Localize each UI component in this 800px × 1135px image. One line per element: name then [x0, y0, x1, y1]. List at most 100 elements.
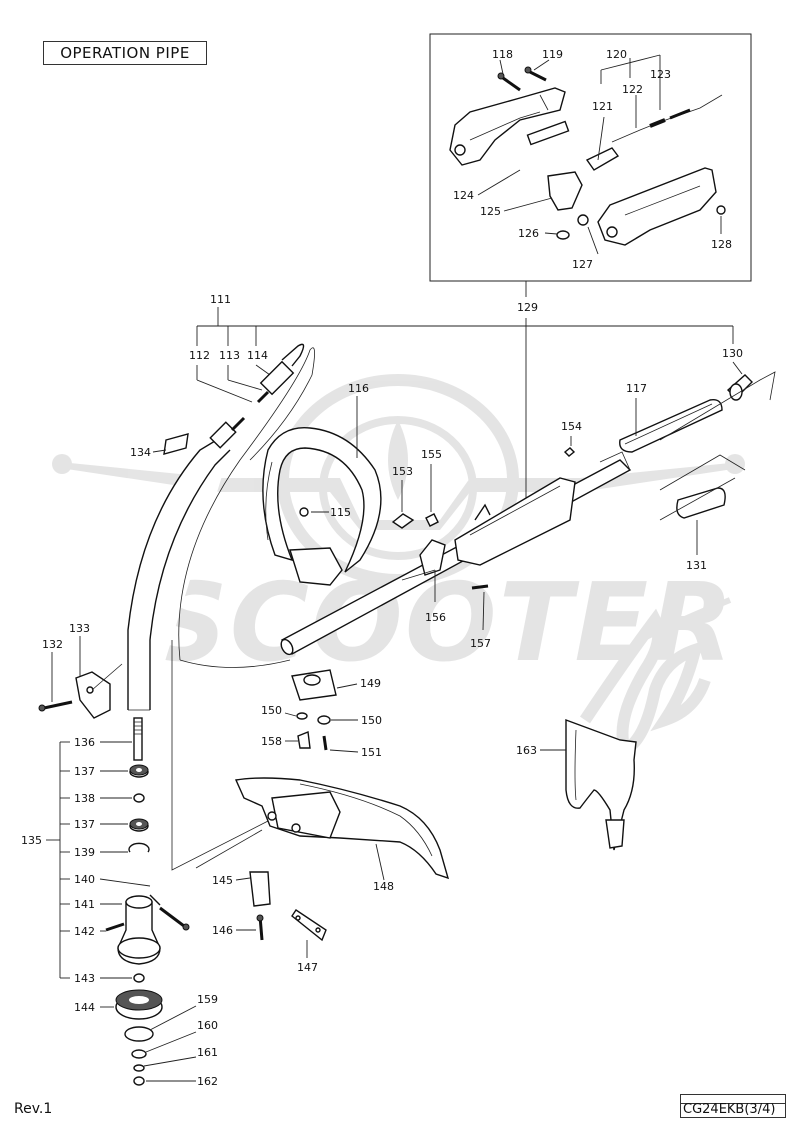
- bearing-137b: [129, 818, 149, 832]
- label-154: [563, 447, 576, 457]
- gear-case-141: [117, 894, 161, 965]
- callout-143: 143: [74, 972, 95, 985]
- harness-163: [565, 718, 637, 851]
- sleeve-117: [619, 399, 723, 453]
- watermark-text: SCOOTER: [150, 561, 735, 686]
- bolt-142: [105, 922, 125, 932]
- callout-150b: 150: [361, 714, 382, 727]
- nut-155: [425, 513, 439, 527]
- label-153: [391, 513, 415, 529]
- callout-121: 121: [592, 100, 613, 113]
- washer-150a: [296, 712, 308, 720]
- clamp-149: [291, 669, 337, 701]
- callout-157: 157: [470, 637, 491, 650]
- nut-126: [556, 230, 570, 240]
- trigger-lever: [547, 171, 583, 211]
- callout-159: 159: [197, 993, 218, 1006]
- callout-124: 124: [453, 189, 474, 202]
- callout-113: 113: [219, 349, 240, 362]
- nut-162: [133, 1076, 145, 1086]
- callout-158: 158: [261, 735, 282, 748]
- callout-128: 128: [711, 238, 732, 251]
- callout-125: 125: [480, 205, 501, 218]
- callout-117: 117: [626, 382, 647, 395]
- throttle-housing: [419, 477, 576, 576]
- sleeve-131: [676, 487, 726, 519]
- bracket-133: [75, 671, 111, 719]
- bolt-140: [159, 906, 190, 931]
- callout-135: 135: [21, 834, 42, 847]
- callout-147: 147: [297, 961, 318, 974]
- callout-111: 111: [210, 293, 231, 306]
- callout-127: 127: [572, 258, 593, 271]
- callout-129: 129: [517, 301, 538, 314]
- grip-housing-right: [597, 167, 717, 246]
- callout-136: 136: [74, 736, 95, 749]
- callout-142: 142: [74, 925, 95, 938]
- revision-label: Rev.1: [14, 1101, 53, 1117]
- washer-160: [131, 1049, 147, 1059]
- wing-bolt-158: [297, 731, 311, 749]
- shaft-end-fittings: [256, 343, 305, 404]
- callout-163: 163: [516, 744, 537, 757]
- callout-132: 132: [42, 638, 63, 651]
- spacer-138: [133, 793, 145, 803]
- callout-153: 153: [392, 465, 413, 478]
- callout-141: 141: [74, 898, 95, 911]
- callout-131: 131: [686, 559, 707, 572]
- throttle-cable: [611, 94, 723, 143]
- callout-112: 112: [189, 349, 210, 362]
- bolt-132: [38, 700, 73, 712]
- bolt-151: [322, 735, 328, 751]
- model-box: CG24EKB(3/4): [680, 1094, 786, 1118]
- bearing-137a: [129, 764, 149, 778]
- plate-147: [291, 909, 327, 942]
- model-box-header: [681, 1095, 785, 1104]
- callout-151: 151: [361, 746, 382, 759]
- callout-137b: 137: [74, 818, 95, 831]
- guard-148: [234, 777, 450, 880]
- model-label: CG24EKB(3/4): [683, 1102, 776, 1117]
- washer-159: [124, 1026, 154, 1042]
- grip-housing-left: [449, 87, 566, 166]
- callout-140: 140: [74, 873, 95, 886]
- callout-123: 123: [650, 68, 671, 81]
- callout-144: 144: [74, 1001, 95, 1014]
- switch-part: [526, 120, 620, 171]
- callout-138: 138: [74, 792, 95, 805]
- callout-162: 162: [197, 1075, 218, 1088]
- callout-115: 115: [330, 506, 351, 519]
- bolt-157: [471, 584, 489, 590]
- callout-120: 120: [606, 48, 627, 61]
- spacer-127: [577, 214, 589, 226]
- callout-148: 148: [373, 880, 394, 893]
- screw-146: [256, 914, 264, 941]
- washer-150b: [317, 715, 331, 725]
- callout-116: 116: [348, 382, 369, 395]
- callout-133: 133: [69, 622, 90, 635]
- screw-118: [497, 72, 521, 92]
- diagram-title: OPERATION PIPE: [43, 41, 207, 65]
- callout-130: 130: [722, 347, 743, 360]
- end-cap-130: [726, 374, 753, 401]
- flexible-shaft: [127, 347, 315, 711]
- callout-119: 119: [542, 48, 563, 61]
- screw-119: [524, 66, 547, 82]
- tape-134: [163, 433, 189, 455]
- callout-156: 156: [425, 611, 446, 624]
- callout-118: 118: [492, 48, 513, 61]
- bracket-145: [249, 871, 271, 907]
- nut-128: [716, 205, 726, 215]
- shaft-136: [133, 717, 143, 761]
- callout-155: 155: [421, 448, 442, 461]
- callout-146: 146: [212, 924, 233, 937]
- callout-134: 134: [130, 446, 151, 459]
- callout-114: 114: [247, 349, 268, 362]
- callout-137a: 137: [74, 765, 95, 778]
- callout-126: 126: [518, 227, 539, 240]
- callout-139: 139: [74, 846, 95, 859]
- washer-161: [133, 1064, 145, 1072]
- callout-160: 160: [197, 1019, 218, 1032]
